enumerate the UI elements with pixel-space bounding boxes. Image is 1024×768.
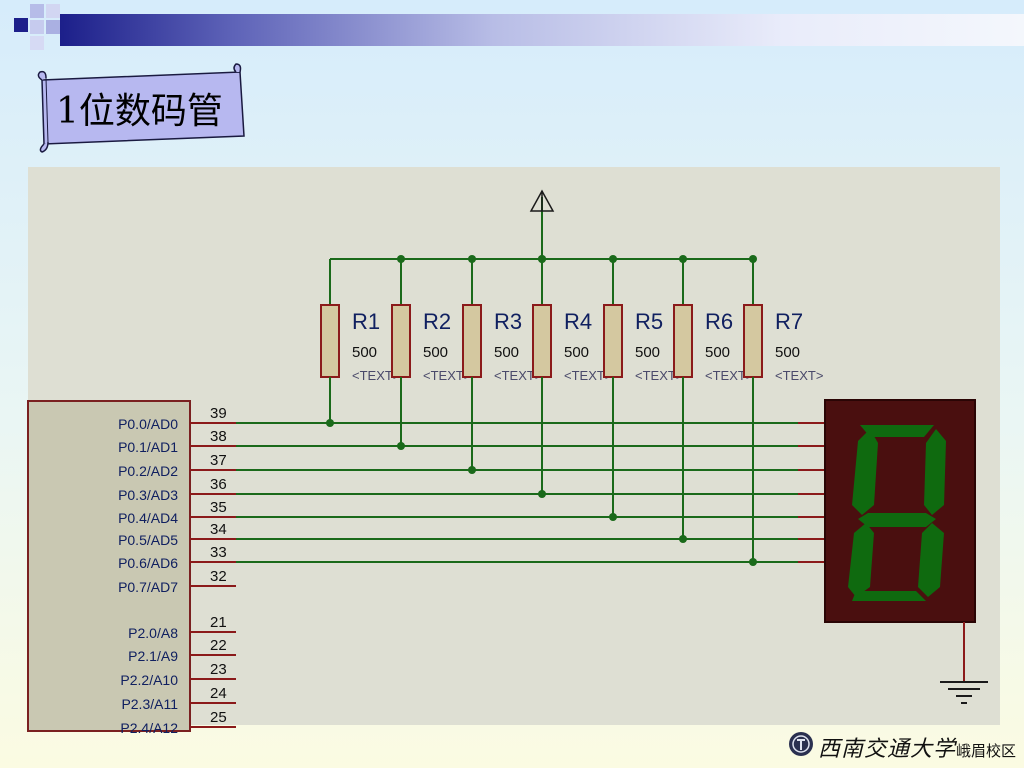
pin-name: P2.3/A11 xyxy=(121,696,178,712)
pin-number: 32 xyxy=(210,568,227,585)
pin-name: P0.1/AD1 xyxy=(118,439,178,455)
resistor-text-placeholder: <TEXT> xyxy=(423,368,471,383)
mcu-pin-22: P2.1/A9 22 xyxy=(128,637,236,664)
resistor-text-placeholder: <TEXT> xyxy=(352,368,400,383)
mcu-pin-32: P0.7/AD7 32 xyxy=(118,568,236,595)
mcu-pin-25: P2.4/A12 25 xyxy=(120,709,236,736)
footer-campus: 峨眉校区 xyxy=(956,742,1017,760)
mcu-pin-21: P2.0/A8 21 xyxy=(128,614,236,641)
resistor-value-label: 500 xyxy=(635,344,660,361)
pin-name: P2.0/A8 xyxy=(128,625,178,641)
resistor-r2: R2 500 <TEXT> xyxy=(391,255,471,450)
pin-number: 36 xyxy=(210,476,227,493)
pin-name: P0.0/AD0 xyxy=(118,416,178,432)
university-emblem-icon xyxy=(789,732,813,756)
seven-segment-display xyxy=(824,399,976,623)
mcu-pin-24: P2.3/A11 24 xyxy=(121,685,236,712)
display-segment-c xyxy=(918,523,944,597)
slide-title: 1位数码管 xyxy=(56,91,223,132)
resistor-ref-label: R5 xyxy=(635,309,663,334)
pin-name: P0.4/AD4 xyxy=(118,510,178,526)
display-segment-a xyxy=(860,425,934,437)
pin-number: 24 xyxy=(210,685,227,702)
pin-number: 37 xyxy=(210,452,227,469)
resistor-ref-label: R6 xyxy=(705,309,733,334)
header-gradient-bar xyxy=(60,14,1024,46)
pin-name: P0.7/AD7 xyxy=(118,579,178,595)
pin-number: 35 xyxy=(210,499,227,516)
resistor-text-placeholder: <TEXT> xyxy=(705,368,753,383)
schematic-panel: R1 500 <TEXT> R2 500 <TEXT> R3 500 <TEXT> R4 500 <T… xyxy=(27,167,1000,736)
mcu-chip xyxy=(27,400,191,732)
pin-number: 21 xyxy=(210,614,227,631)
resistor-value-label: 500 xyxy=(494,344,519,361)
deco-squares xyxy=(0,0,80,60)
resistor-text-placeholder: <TEXT> xyxy=(775,368,823,383)
pin-number: 23 xyxy=(210,661,227,678)
mcu-pin-39: P0.0/AD0 39 xyxy=(118,405,236,432)
resistor-ref-label: R3 xyxy=(494,309,522,334)
resistor-value-label: 500 xyxy=(423,344,448,361)
mcu-pin-36: P0.3/AD3 36 xyxy=(118,476,236,503)
pin-name: P0.6/AD6 xyxy=(118,555,178,571)
ground-symbol xyxy=(940,622,988,704)
resistor-value-label: 500 xyxy=(775,344,800,361)
mcu-pin-37: P0.2/AD2 37 xyxy=(118,452,236,479)
resistor-ref-label: R2 xyxy=(423,309,451,334)
resistor-r3: R3 500 <TEXT> xyxy=(462,255,542,474)
pin-number: 34 xyxy=(210,521,227,538)
resistor-text-placeholder: <TEXT> xyxy=(635,368,683,383)
mcu-pin-33: P0.6/AD6 33 xyxy=(118,544,236,571)
resistor-value-label: 500 xyxy=(705,344,730,361)
mcu-pin-34: P0.5/AD5 34 xyxy=(118,521,236,548)
resistor-text-placeholder: <TEXT> xyxy=(564,368,612,383)
pin-name: P0.3/AD3 xyxy=(118,487,178,503)
pin-number: 39 xyxy=(210,405,227,422)
display-segment-b xyxy=(924,429,946,515)
resistor-text-placeholder: <TEXT> xyxy=(494,368,542,383)
pin-number: 25 xyxy=(210,709,227,726)
display-segment-g xyxy=(858,513,936,527)
title-scroll-banner xyxy=(37,63,245,153)
resistor-value-label: 500 xyxy=(352,344,377,361)
pin-name: P2.4/A12 xyxy=(120,720,178,736)
mcu-pin-35: P0.4/AD4 35 xyxy=(118,499,236,526)
pin-name: P0.5/AD5 xyxy=(118,532,178,548)
resistor-r4: R4 500 <TEXT> xyxy=(532,255,612,498)
schematic-diagram: R1 500 <TEXT> R2 500 <TEXT> R3 500 <TEXT> R4 500 <T… xyxy=(27,189,988,736)
pin-number: 22 xyxy=(210,637,227,654)
resistor-value-label: 500 xyxy=(564,344,589,361)
resistor-r6: R6 500 <TEXT> xyxy=(673,255,753,543)
footer-logo: 西南交通大学峨眉校区 xyxy=(786,728,1016,762)
mcu-pin-23: P2.2/A10 23 xyxy=(120,661,236,688)
pin-number: 33 xyxy=(210,544,227,561)
resistor-r7: R7 500 <TEXT> xyxy=(743,255,823,566)
vcc-symbol xyxy=(529,189,555,259)
resistor-r1: R1 500 <TEXT> xyxy=(320,259,400,427)
pin-name: P0.2/AD2 xyxy=(118,463,178,479)
resistor-ref-label: R4 xyxy=(564,309,592,334)
display-segment-e xyxy=(848,523,874,597)
mcu-pin-38: P0.1/AD1 38 xyxy=(118,428,236,455)
resistor-r5: R5 500 <TEXT> xyxy=(603,255,683,521)
pin-name: P2.2/A10 xyxy=(120,672,178,688)
resistor-ref-label: R1 xyxy=(352,309,380,334)
pin-number: 38 xyxy=(210,428,227,445)
pin-name: P2.1/A9 xyxy=(128,648,178,664)
display-segment-d xyxy=(852,591,926,601)
display-segment-f xyxy=(852,429,878,515)
footer-university: 西南交通大学 xyxy=(818,737,957,762)
resistor-ref-label: R7 xyxy=(775,309,803,334)
